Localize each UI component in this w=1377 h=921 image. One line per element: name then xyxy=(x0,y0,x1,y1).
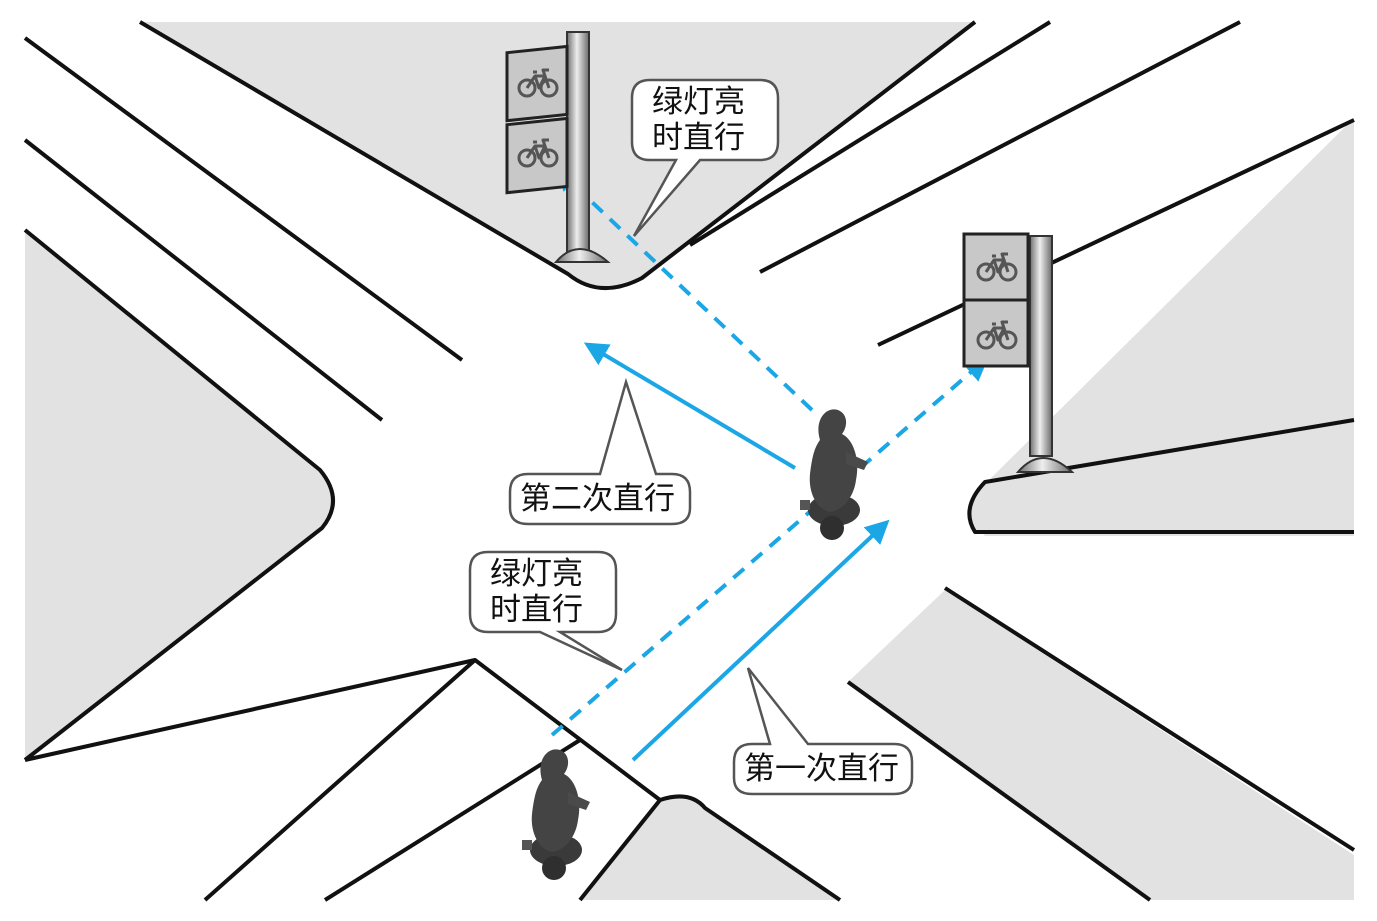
sidewalk-bottom xyxy=(580,796,840,900)
road-lines xyxy=(23,20,1356,902)
callout-first-straight: 第一次直行 xyxy=(732,667,914,796)
callout-text-line1: 绿灯亮 xyxy=(652,84,745,120)
callout-second-straight: 第二次直行 xyxy=(508,377,692,526)
sidewalk-left xyxy=(25,230,334,760)
scooter-rider-icon xyxy=(800,409,868,540)
sidewalk-right xyxy=(972,118,1354,536)
second-straight-arrow xyxy=(583,342,797,470)
dashed-path-top xyxy=(554,166,814,412)
callout-text: 第一次直行 xyxy=(744,751,899,787)
callout-text-line2: 时直行 xyxy=(652,120,745,156)
signal-pole-top xyxy=(505,31,611,263)
callout-green-light-top: 绿灯亮 时直行 xyxy=(630,78,780,237)
callout-text-line1: 绿灯亮 xyxy=(490,556,583,592)
first-straight-arrow xyxy=(631,519,890,762)
callout-text-line2: 时直行 xyxy=(490,592,583,628)
signal-pole-right xyxy=(962,232,1075,473)
sidewalk-bottom-right xyxy=(848,590,1354,900)
travel-paths xyxy=(550,166,989,762)
callout-text: 第二次直行 xyxy=(520,481,675,517)
callout-green-light-bottom: 绿灯亮 时直行 xyxy=(468,550,623,672)
